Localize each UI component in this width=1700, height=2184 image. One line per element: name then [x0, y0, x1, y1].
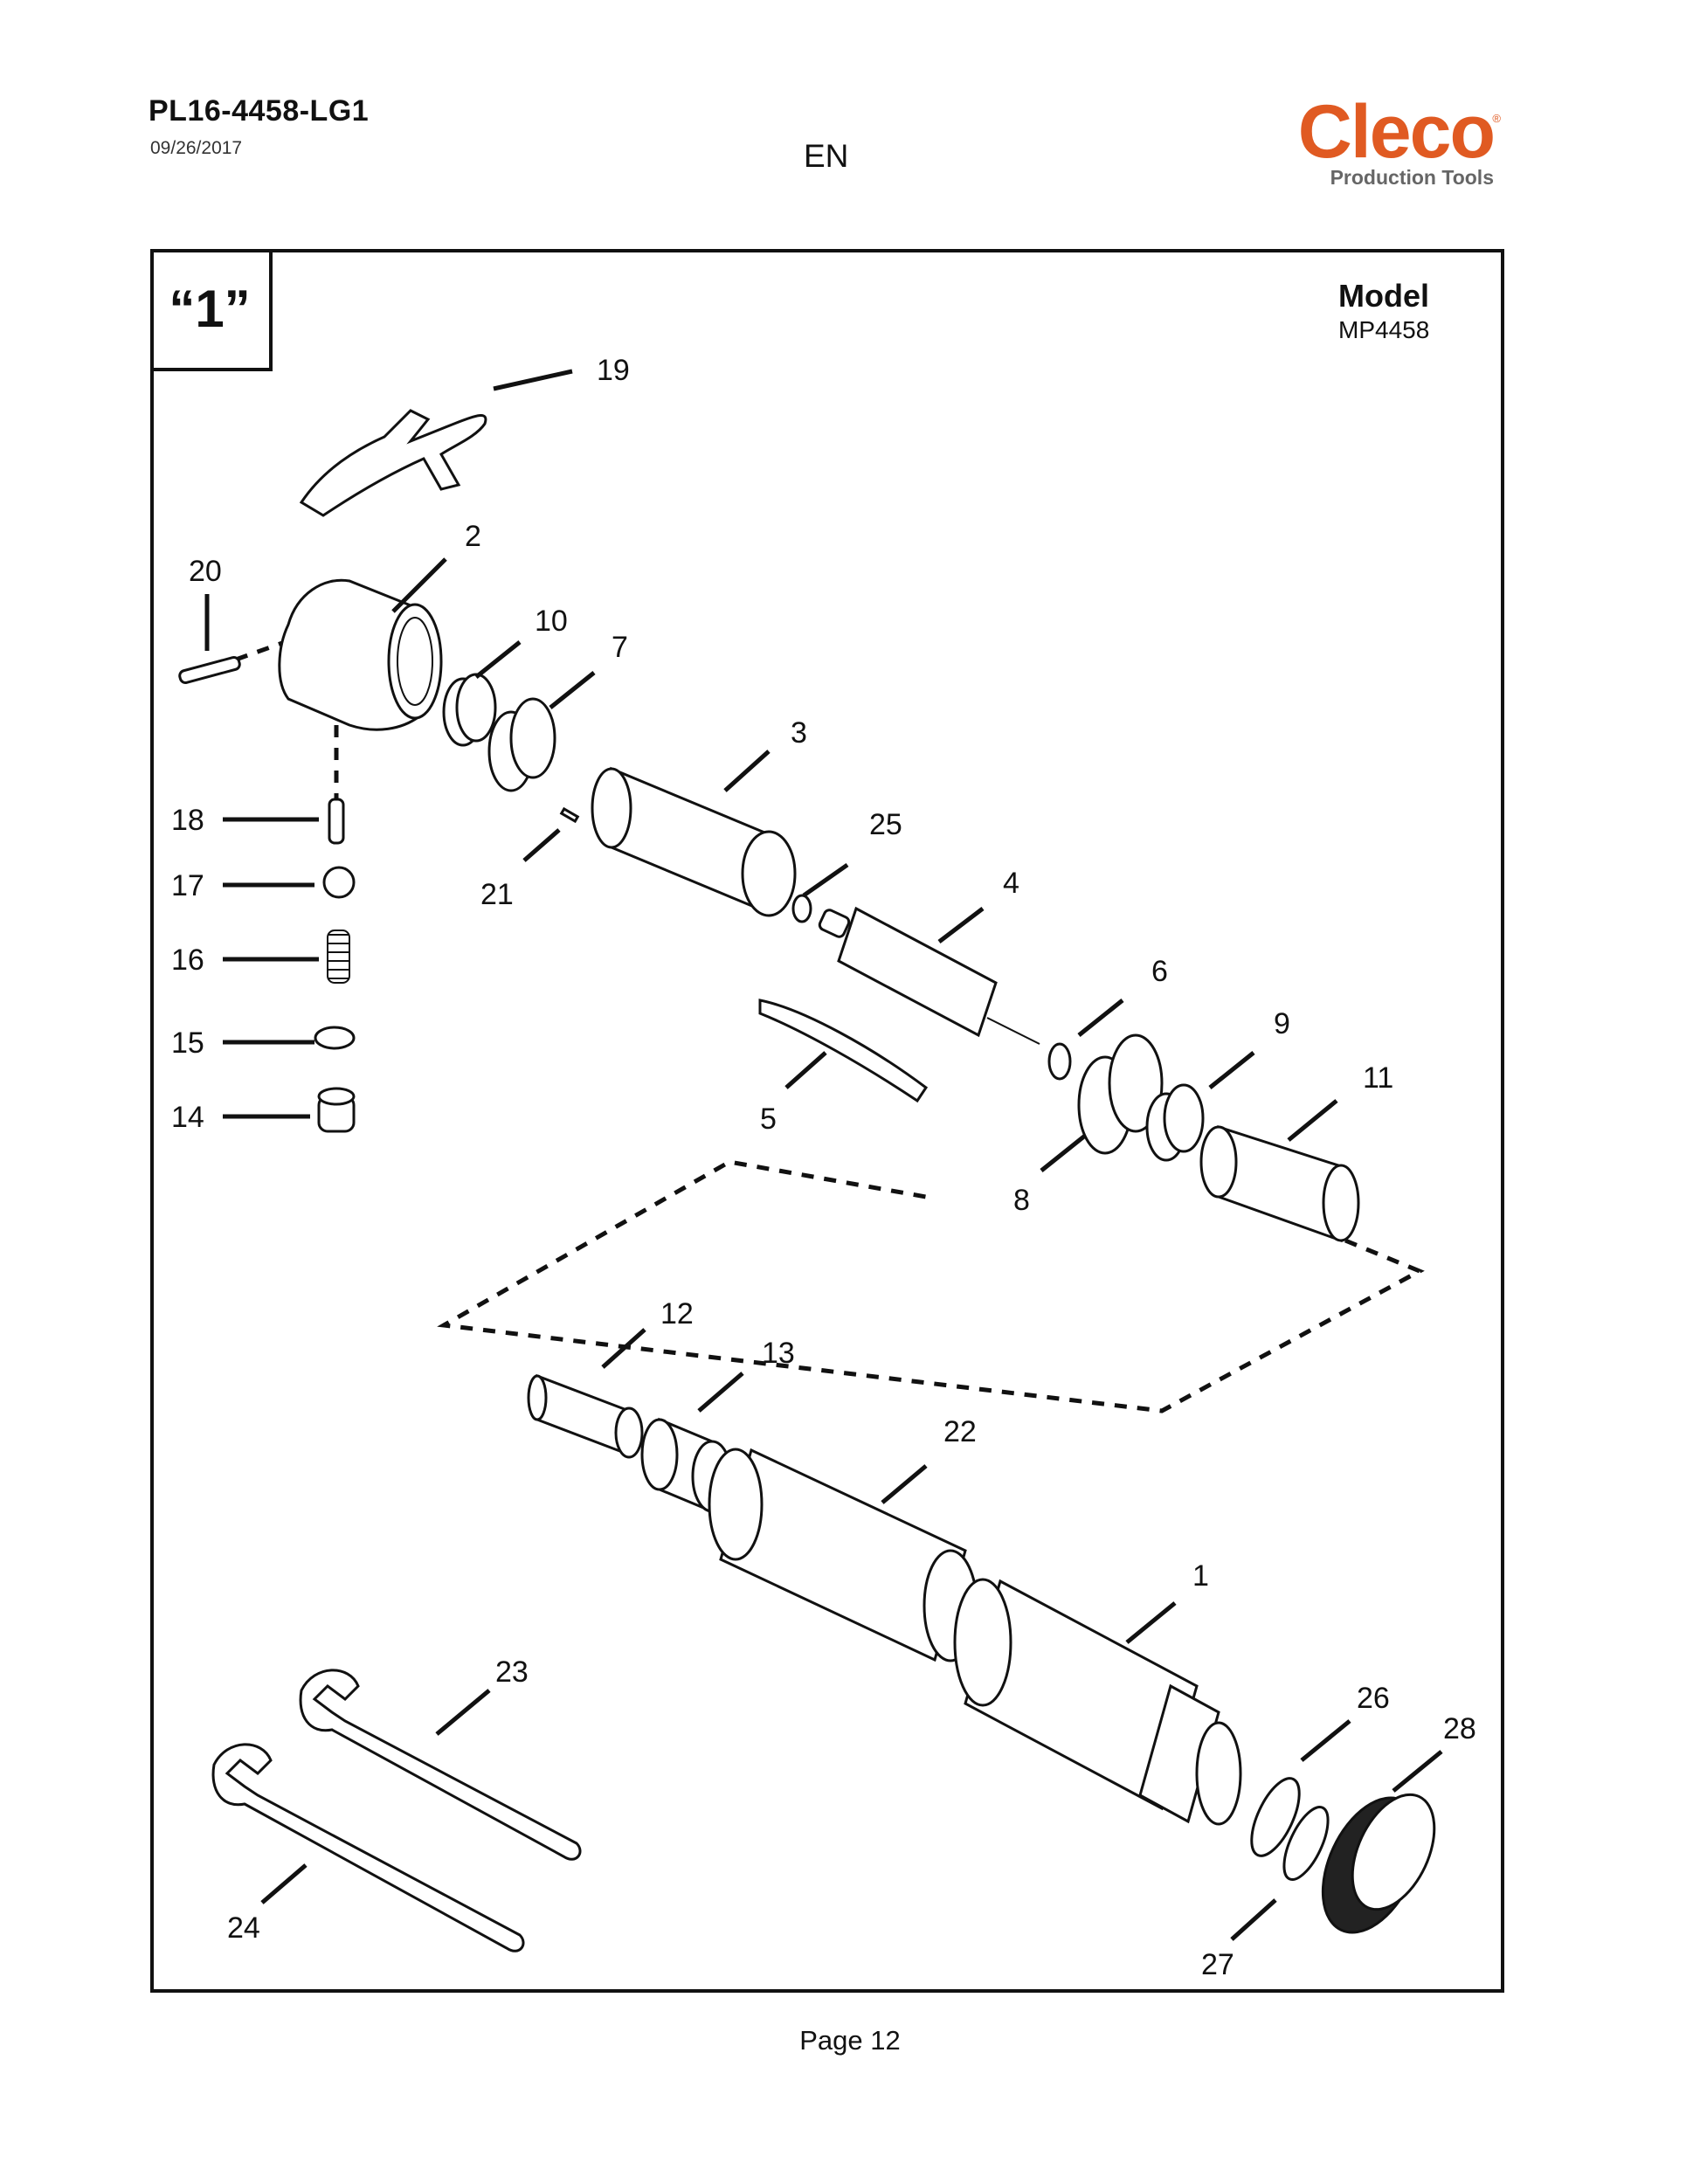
- model-label: Model: [1338, 278, 1429, 314]
- callout-25: 25: [869, 808, 902, 841]
- diagram-frame: [150, 249, 1504, 1993]
- part-10-bearing: [442, 673, 497, 747]
- part-18-valve-pin: [328, 798, 345, 845]
- callout-10: 10: [535, 605, 568, 638]
- part-11-spindle: [1199, 1124, 1360, 1243]
- part-17-ball: [322, 866, 356, 899]
- callout-13: 13: [762, 1337, 795, 1370]
- logo-registered-mark: ®: [1492, 112, 1501, 125]
- callout-4: 4: [1003, 867, 1019, 900]
- callout-20: 20: [189, 555, 222, 588]
- callout-labels: 19 2 20 10 7 3 18 25 21 4 17 16 6 9 15 1…: [171, 354, 1476, 1981]
- assembly-dashed-path: [437, 1159, 1425, 1413]
- part-16-spring: [327, 930, 350, 984]
- callout-5: 5: [760, 1102, 777, 1136]
- callout-6: 6: [1151, 955, 1168, 988]
- part-15-washer: [314, 1026, 356, 1050]
- callout-11: 11: [1363, 1061, 1393, 1095]
- callout-24: 24: [227, 1911, 260, 1945]
- part-12-collet: [527, 1373, 644, 1459]
- callout-27: 27: [1201, 1948, 1234, 1981]
- part-3-cylinder: [591, 766, 797, 917]
- callout-21: 21: [480, 878, 514, 911]
- callout-28: 28: [1443, 1712, 1476, 1745]
- leader-lines: [204, 369, 1443, 1941]
- callout-18: 18: [171, 804, 204, 837]
- figure-number: “1”: [150, 249, 273, 371]
- callout-17: 17: [171, 869, 204, 902]
- callout-12: 12: [660, 1297, 694, 1330]
- part-25-o-ring: [791, 894, 812, 923]
- callout-23: 23: [495, 1655, 529, 1689]
- part-28-knurled-nut: [1321, 1793, 1436, 1934]
- part-9-bearing: [1145, 1083, 1205, 1162]
- callout-2: 2: [465, 520, 481, 553]
- part-27-o-ring: [1282, 1806, 1330, 1881]
- document-date: 09/26/2017: [150, 138, 243, 158]
- part-5-vane: [758, 999, 929, 1103]
- callout-9: 9: [1274, 1007, 1290, 1040]
- callout-16: 16: [171, 943, 204, 977]
- part-4-rotor: [818, 906, 1040, 1045]
- document-id: PL16-4458-LG1: [149, 94, 370, 128]
- language-code: EN: [804, 138, 849, 174]
- part-21-key: [559, 806, 580, 824]
- part-7-end-plate: [487, 697, 556, 792]
- callout-8: 8: [1013, 1184, 1030, 1217]
- callout-15: 15: [171, 1026, 204, 1060]
- callout-22: 22: [943, 1415, 977, 1448]
- part-24-wrench: [211, 1743, 525, 1952]
- part-2-head-housing: [278, 578, 443, 731]
- callout-26: 26: [1357, 1682, 1390, 1715]
- callout-14: 14: [171, 1101, 204, 1134]
- logo-tagline: Production Tools: [1330, 166, 1494, 189]
- callout-7: 7: [612, 631, 628, 664]
- part-26-o-ring: [1250, 1777, 1301, 1857]
- callout-19: 19: [597, 354, 630, 387]
- model-value: MP4458: [1338, 316, 1430, 343]
- logo-brand: Cleco: [1297, 90, 1496, 174]
- part-20-pin: [178, 656, 241, 684]
- part-19-throttle-lever: [299, 409, 487, 517]
- page-number: Page 12: [799, 2025, 901, 2056]
- part-22-sleeve: [708, 1448, 978, 1662]
- part-1-housing: [953, 1578, 1242, 1826]
- part-8-end-plate: [1077, 1033, 1164, 1155]
- callout-1: 1: [1192, 1559, 1209, 1593]
- part-23-wrench: [299, 1669, 582, 1861]
- part-6-spacer: [1047, 1042, 1072, 1081]
- part-14-plug: [317, 1087, 356, 1133]
- callout-3: 3: [791, 716, 807, 750]
- cleco-logo: Cleco ® Production Tools: [1258, 90, 1501, 190]
